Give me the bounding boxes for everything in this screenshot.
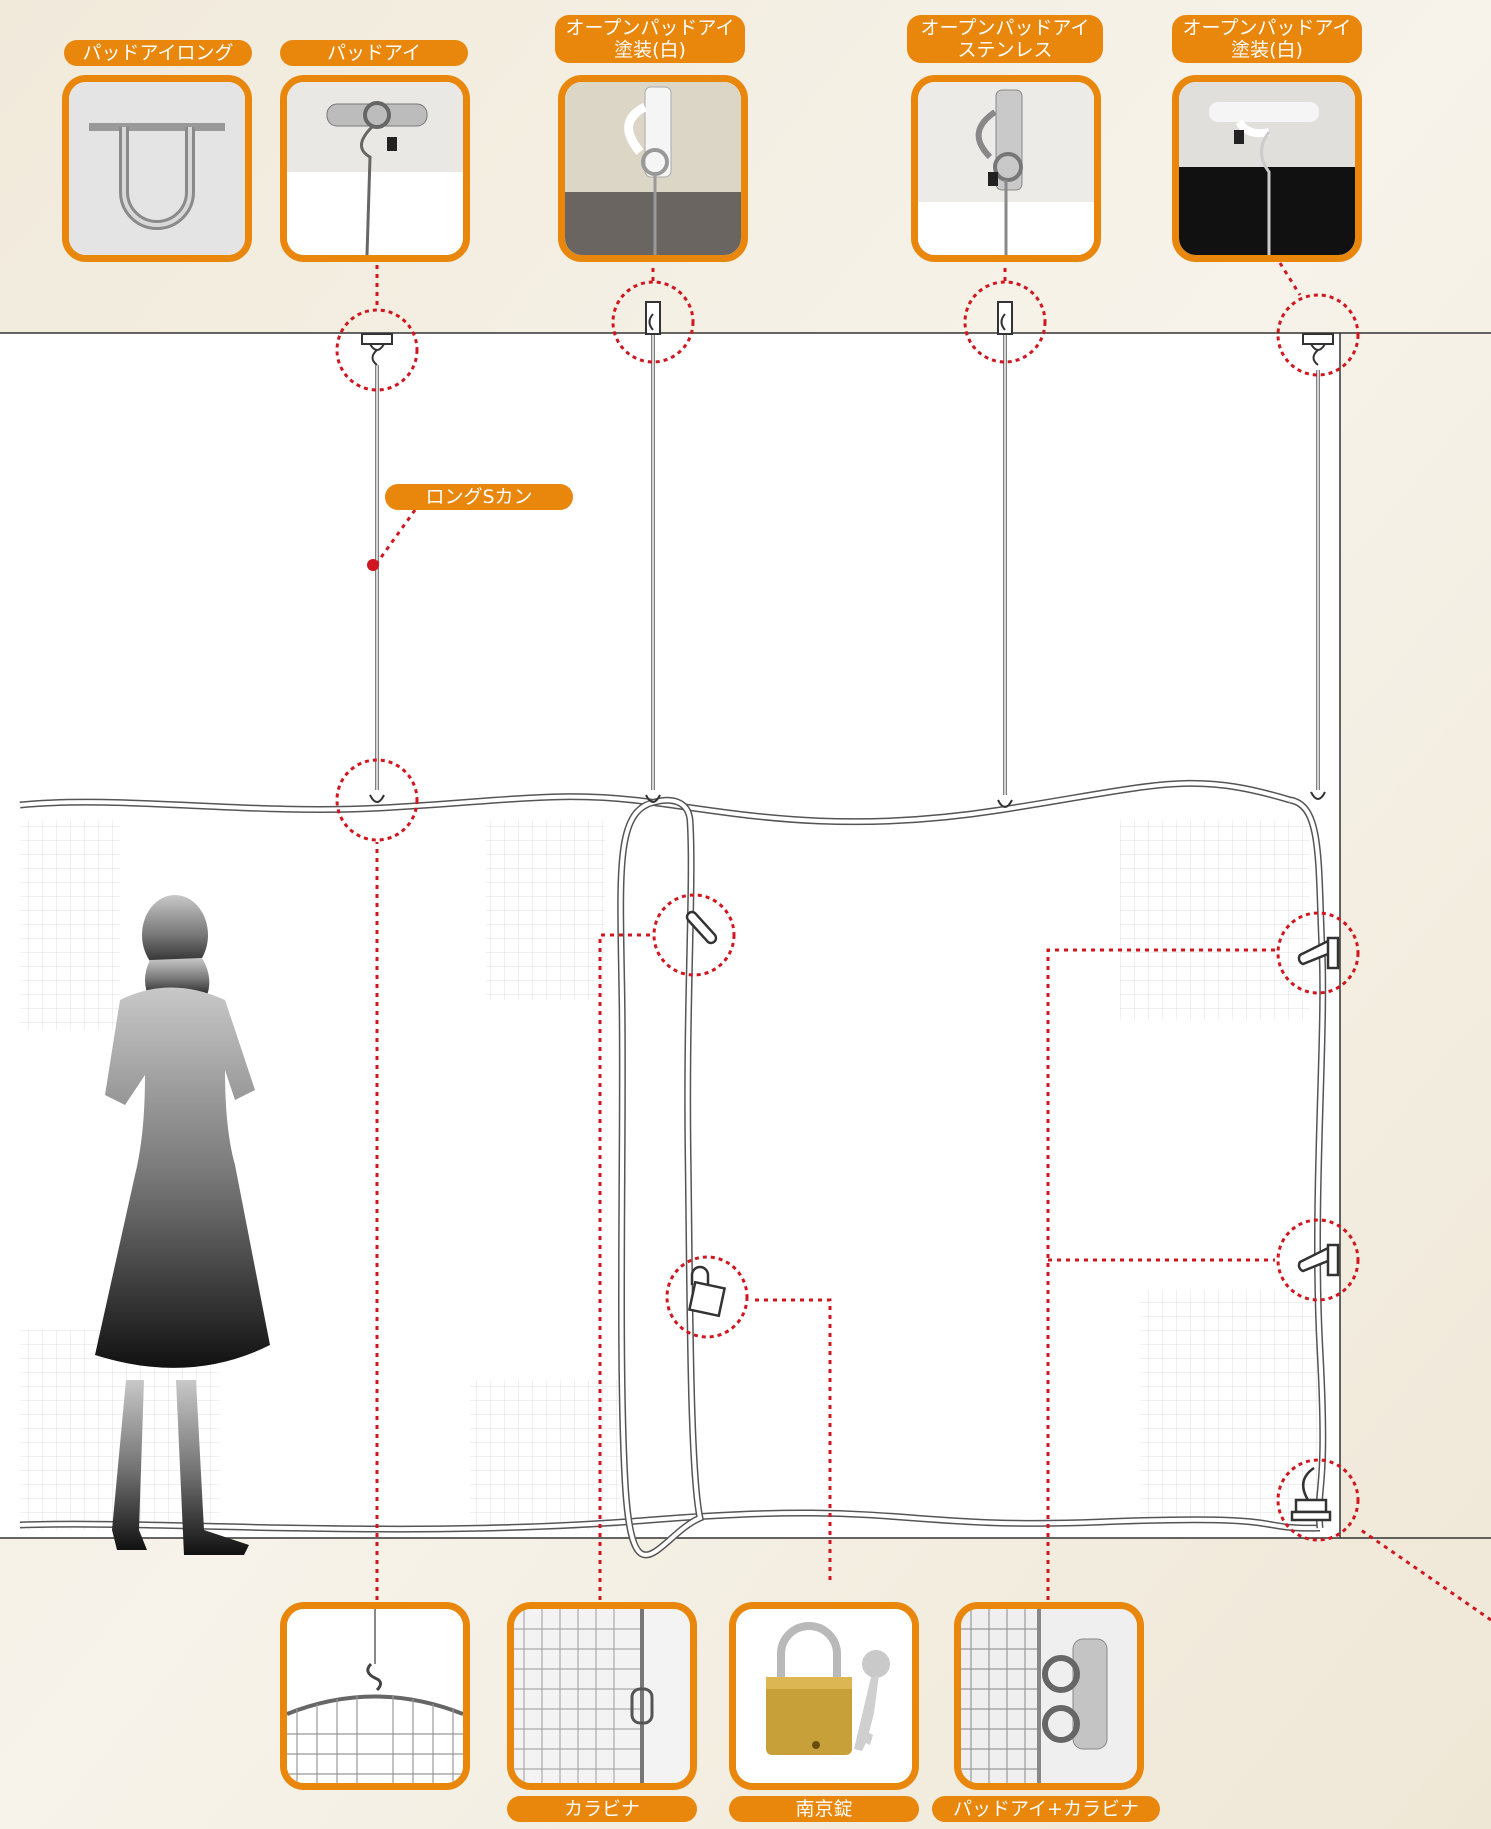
photo-open-pad-eye-stainless: [911, 75, 1101, 262]
photo-pad-eye-long: [62, 75, 252, 262]
photo-pad-eye-carabiner: [954, 1602, 1144, 1790]
label-padlock: 南京錠: [729, 1796, 919, 1822]
label-open-pad-eye-white-2: オープンパッドアイ 塗装(白): [1172, 15, 1362, 63]
label-pad-eye-long: パッドアイロング: [64, 40, 252, 66]
label-open-pad-eye-white-1: オープンパッドアイ 塗装(白): [555, 15, 745, 63]
photo-carabiner-net: [507, 1602, 697, 1790]
photo-pad-eye: [280, 75, 470, 262]
photo-long-s-kan-net: [280, 1602, 470, 1790]
label-pad-eye-carabiner: パッドアイ+カラビナ: [932, 1796, 1160, 1822]
label-open-pad-eye-stainless: オープンパッドアイ ステンレス: [907, 15, 1103, 63]
label-long-s-kan: ロングSカン: [385, 484, 573, 510]
photo-open-pad-eye-white-2: [1172, 75, 1362, 262]
long-s-kan-marker: [367, 559, 379, 571]
photo-padlock: [729, 1602, 919, 1790]
label-pad-eye: パッドアイ: [280, 40, 468, 66]
photo-open-pad-eye-white-1: [558, 75, 748, 262]
label-carabiner: カラビナ: [507, 1796, 697, 1822]
